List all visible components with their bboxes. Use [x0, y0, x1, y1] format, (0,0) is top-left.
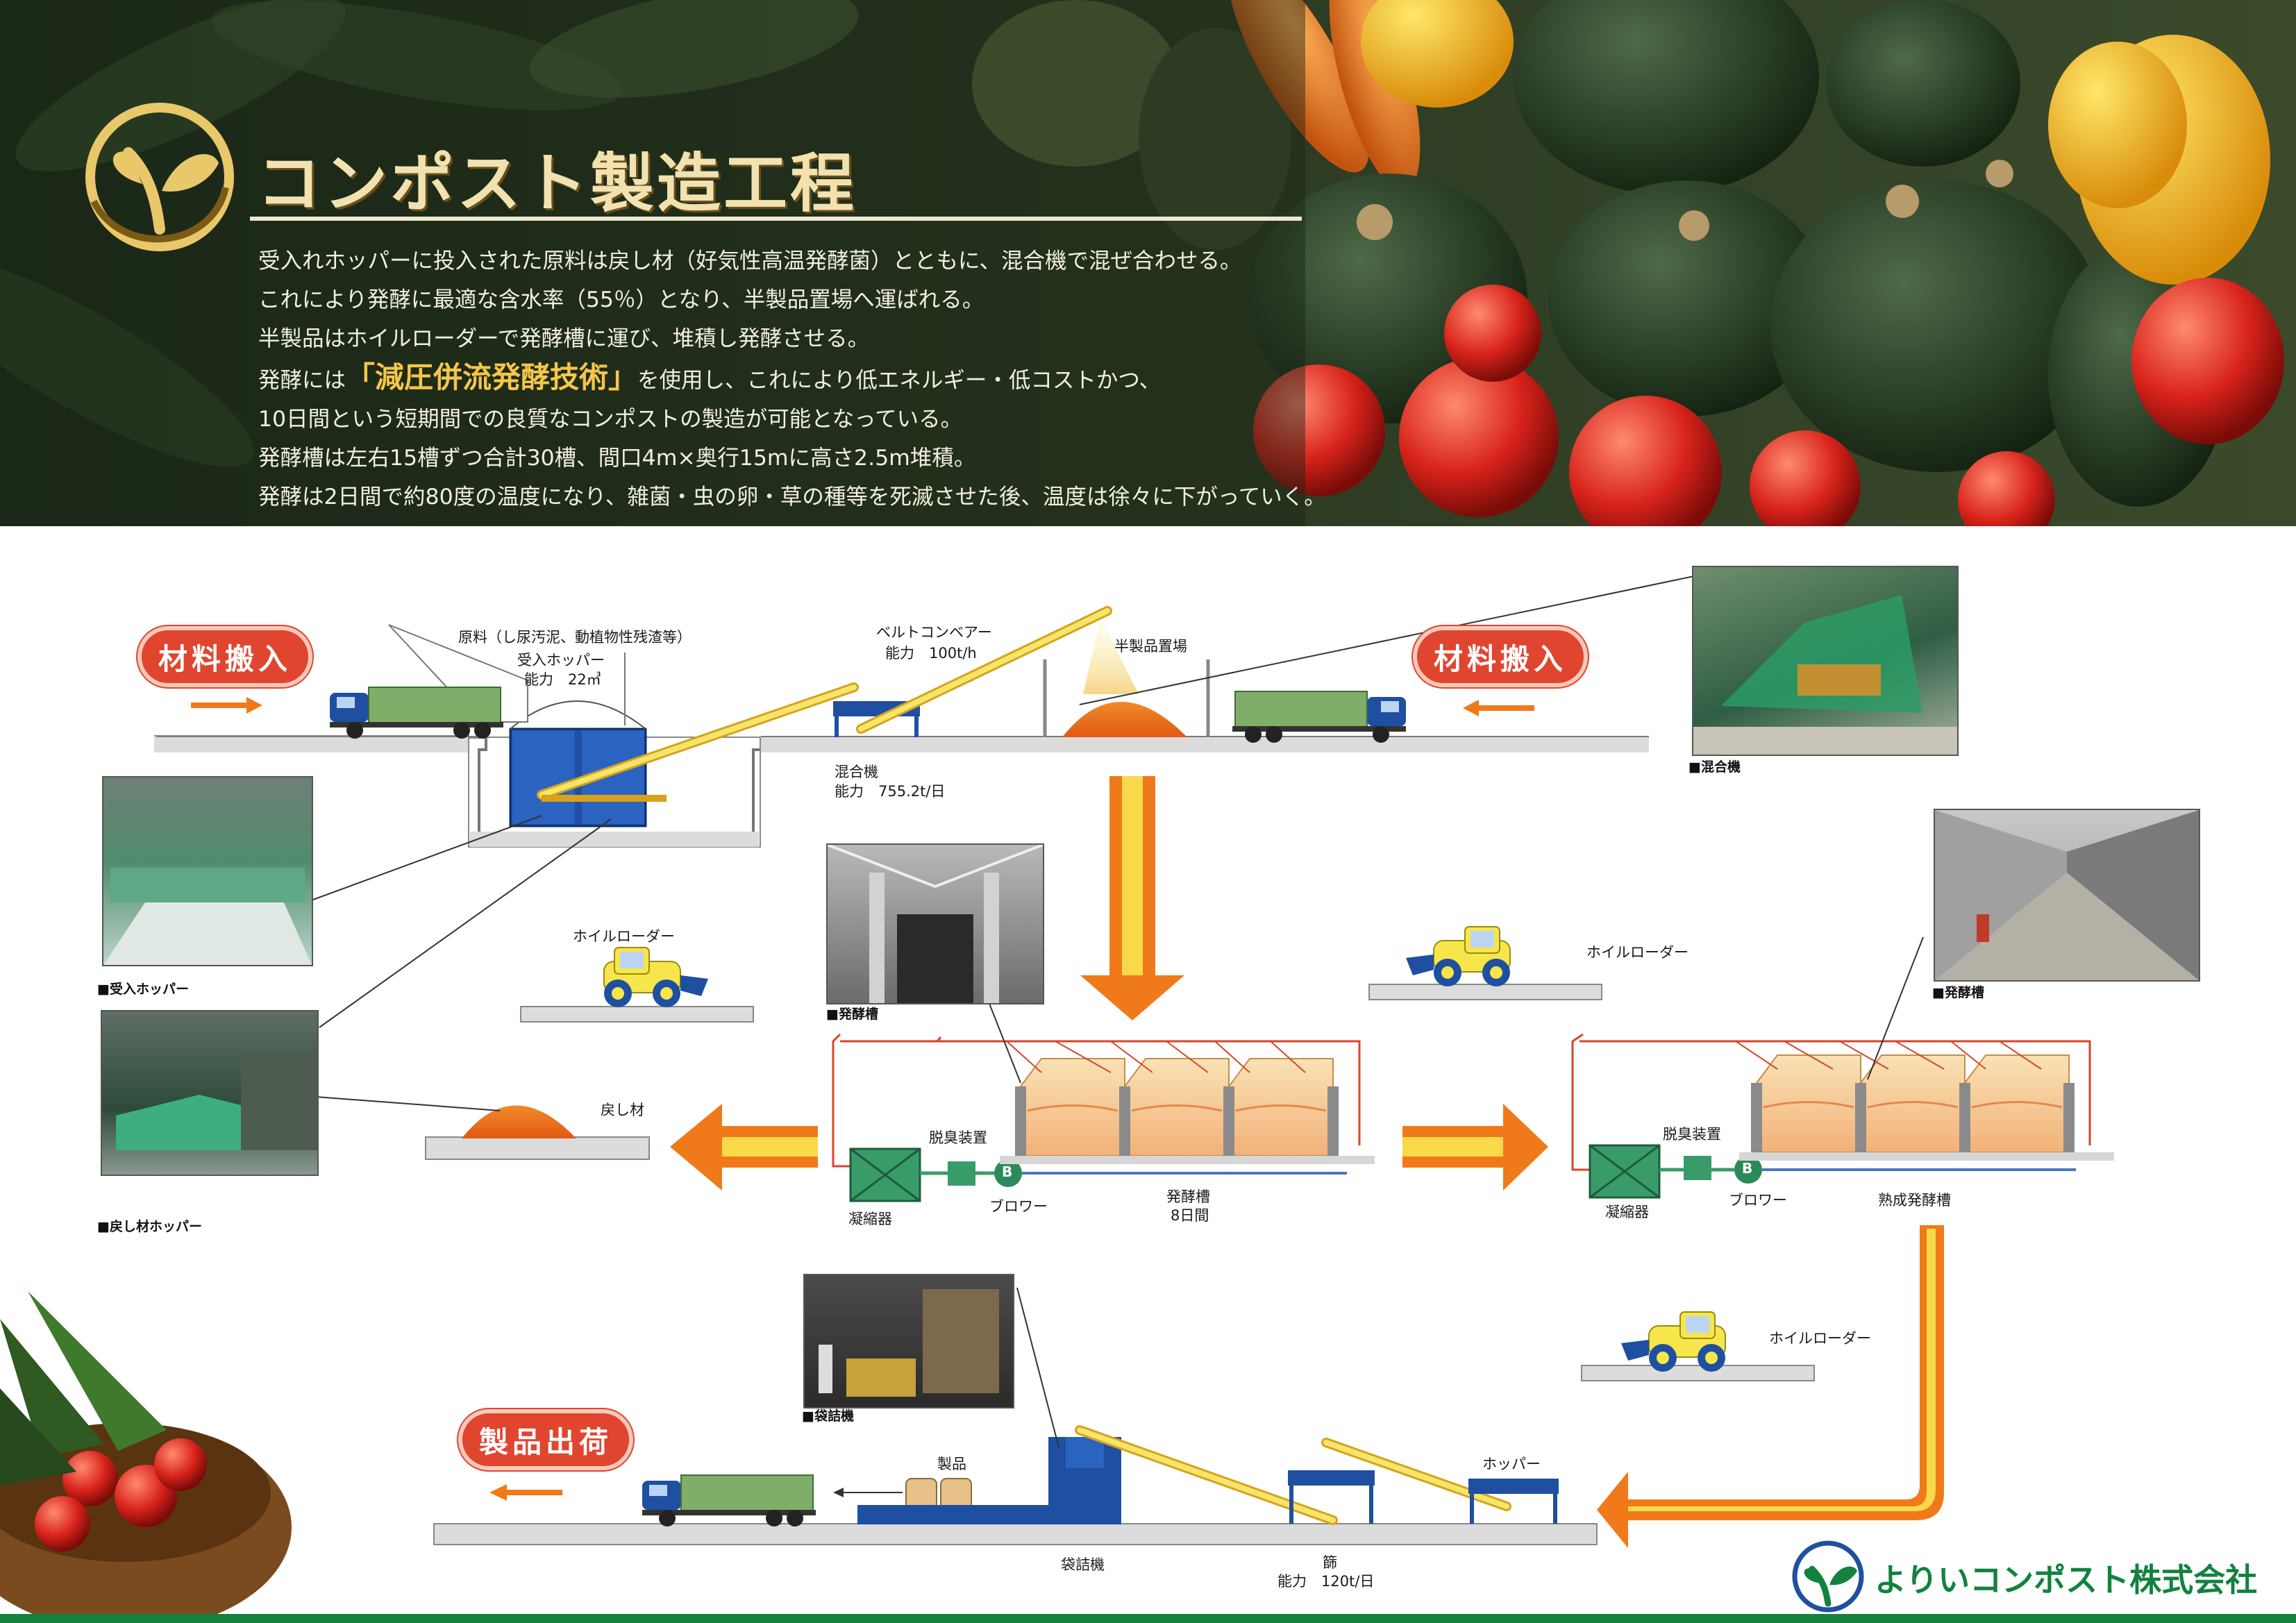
- label-semi-product-yard: 半製品置場: [1114, 638, 1187, 655]
- photo-caption: ■発酵槽: [826, 1007, 878, 1022]
- photo-image: [828, 845, 1043, 1003]
- label-wheel-loader: ホイルローダー: [1586, 944, 1689, 961]
- label-mixer: 混合機: [835, 764, 878, 780]
- photo-image: [819, 1289, 999, 1397]
- vegetable-background: [0, 0, 2296, 526]
- truck-icon: [642, 1474, 816, 1527]
- photo-caption: ■受入ホッパー: [97, 982, 189, 997]
- intro-line: 半製品はホイルローダーで発酵槽に運び、堆積し発酵させる。: [258, 326, 870, 351]
- label-blower: ブロワー: [989, 1198, 1048, 1215]
- label-product: 製品: [937, 1456, 966, 1472]
- label-deodorizer: 脱臭装置: [929, 1129, 987, 1146]
- label-hopper-capacity: 能力 22㎥: [524, 671, 601, 688]
- photo-image: [1935, 810, 2199, 980]
- label-condenser: 凝縮器: [848, 1211, 892, 1227]
- label-maturation-tank: 熟成発酵槽: [1878, 1192, 1951, 1209]
- label-deodorizer: 脱臭装置: [1663, 1126, 1721, 1143]
- blower-icon: [1734, 1156, 1762, 1184]
- intro-line: 10日間という短期間での良質なコンポストの製造が可能となっている。: [258, 407, 963, 432]
- intro-text: 受入れホッパーに投入された原料は戻し材（好気性高温発酵菌）とともに、混合機で混ぜ…: [258, 242, 1326, 516]
- label-sieve-capacity: 能力 120t/日: [1277, 1573, 1375, 1590]
- photo-receiving-hopper: [102, 776, 313, 966]
- label-fermentation-tank: 発酵槽: [1166, 1188, 1210, 1205]
- intro-line: 受入れホッパーに投入された原料は戻し材（好気性高温発酵菌）とともに、混合機で混ぜ…: [258, 249, 1242, 274]
- label-wheel-loader: ホイルローダー: [573, 928, 675, 945]
- intro-line-post: を使用し、これにより低エネルギー・低コストかつ、: [637, 368, 1162, 393]
- photo-image: [116, 1053, 317, 1150]
- label-wheel-loader: ホイルローダー: [1769, 1330, 1871, 1347]
- blower-icon: [994, 1159, 1022, 1187]
- photo-bagging: [803, 1274, 1014, 1408]
- intro-line: 発酵は2日間で約80度の温度になり、雑菌・虫の卵・草の種等を死滅させた後、温度は…: [258, 485, 1326, 510]
- badge-material-in-left: 材料搬入: [137, 626, 312, 687]
- label-mixer-capacity: 能力 755.2t/日: [835, 783, 946, 800]
- blower-letter: B: [1002, 1163, 1013, 1180]
- badge-product-ship: 製品出荷: [458, 1409, 633, 1470]
- intro-line: 発酵には「減圧併流発酵技術」を使用し、これにより低エネルギー・低コストかつ、: [258, 358, 1326, 400]
- technology-highlight: 「減圧併流発酵技術」: [346, 360, 638, 394]
- photo-caption: ■発酵槽: [1932, 985, 1984, 1000]
- label-receiving-hopper: 受入ホッパー: [517, 652, 605, 668]
- company-name: よりいコンポスト株式会社: [1875, 1561, 2258, 1599]
- photo-caption: ■袋詰機: [802, 1408, 854, 1424]
- photo-return-hopper: [101, 1010, 319, 1176]
- photo-image: [1693, 595, 1957, 755]
- wheel-loader-icon: [1405, 926, 1511, 987]
- intro-line: これにより発酵に最適な含水率（55％）となり、半製品置場へ運ばれる。: [258, 287, 984, 312]
- label-belt-capacity: 能力 100t/h: [885, 645, 977, 662]
- label-bagging-machine: 袋詰機: [1061, 1556, 1105, 1573]
- intro-line: 発酵槽は左右15槽ずつ合計30槽、間口4m×奥行15mに高さ2.5m堆積。: [258, 446, 976, 471]
- leaf-logo-icon: [1792, 1540, 1864, 1613]
- label-belt-conveyor: ベルトコンベアー: [876, 624, 992, 641]
- intro-line-pre: 発酵には: [258, 368, 346, 393]
- wheel-loader-icon: [1620, 1311, 1726, 1372]
- truck-icon: [1232, 691, 1407, 743]
- badge-material-in-right: 材料搬入: [1413, 626, 1588, 687]
- header-banner: コンポスト製造工程 受入れホッパーに投入された原料は戻し材（好気性高温発酵菌）と…: [0, 0, 2296, 526]
- leaf-logo-icon: [85, 103, 234, 251]
- label-condenser: 凝縮器: [1605, 1204, 1649, 1220]
- label-fermentation-days: 8日間: [1171, 1207, 1209, 1224]
- truck-icon: [329, 687, 504, 739]
- page-title: コンポスト製造工程: [257, 146, 857, 221]
- label-return-material: 戻し材: [601, 1102, 644, 1118]
- label-sieve: 篩: [1323, 1554, 1337, 1571]
- photo-caption: ■混合機: [1689, 759, 1741, 775]
- label-hopper: ホッパー: [1482, 1456, 1541, 1472]
- label-blower: ブロワー: [1729, 1192, 1787, 1209]
- blower-letter: B: [1742, 1160, 1753, 1177]
- photo-caption: ■戻し材ホッパー: [97, 1219, 202, 1234]
- photo-mixer: [1692, 566, 1959, 756]
- wheel-loader-icon: [603, 947, 709, 1008]
- photo-image: [103, 868, 312, 965]
- photo-fermentation-tank-1: [826, 843, 1044, 1004]
- photo-fermentation-tank-2: [1934, 809, 2200, 982]
- title-divider: [250, 217, 1302, 221]
- label-raw-material: 原料（し尿汚泥、動植物性残渣等）: [458, 629, 692, 646]
